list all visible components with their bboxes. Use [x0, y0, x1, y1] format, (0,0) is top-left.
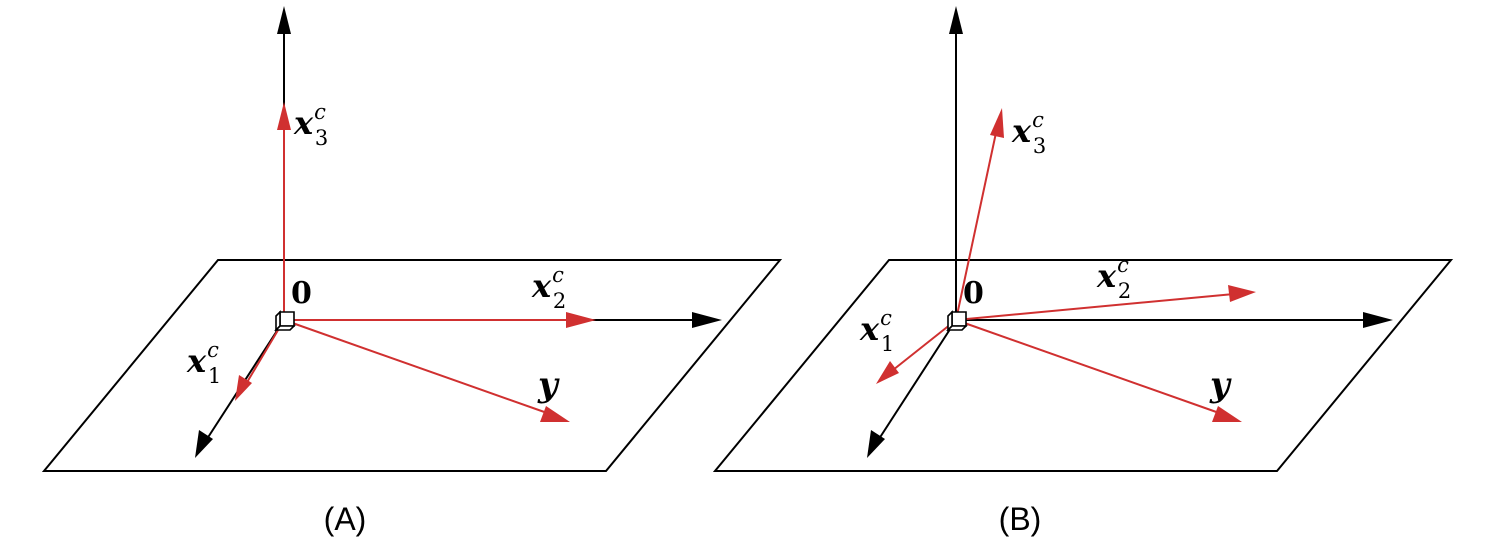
panel-a-vector-y: [283, 319, 551, 415]
panel-b-vector-x2: [955, 293, 1235, 321]
panel-a-origin-marker: [274, 310, 296, 332]
panel-b-axis-horizontal-arrowhead: [1363, 312, 1393, 328]
panel-b-vector-x2-arrowhead: [1228, 285, 1256, 302]
panel-b-vector-x1: [892, 319, 957, 371]
panel-b-caption: (B): [999, 501, 1042, 537]
panel-a-axis-vertical-arrowhead: [277, 6, 291, 34]
panel-a-axis-diagonal-arrowhead: [195, 430, 213, 458]
panel-b-origin-label: 0: [963, 276, 984, 311]
panel-a-vector-x2-arrowhead: [566, 312, 596, 328]
panel-a-axis-horizontal-arrowhead: [692, 312, 722, 328]
panel-b-label-y: y: [1209, 365, 1232, 405]
panel-b-origin-marker: [946, 310, 968, 332]
panel-b-vector-x3: [955, 127, 998, 321]
panel-b-axis-vertical-arrowhead: [949, 6, 963, 34]
panel-b-axis-diagonal: [876, 319, 957, 443]
panel-a-plane: [41, 259, 783, 472]
panel-b-vector-y: [955, 319, 1223, 415]
panel-b-plane: [712, 259, 1454, 472]
panel-b-vector-y-arrowhead: [1212, 406, 1242, 422]
panel-a-caption: (A): [324, 501, 367, 537]
panel-a-label-y: y: [537, 365, 560, 405]
panel-b-axis-diagonal-arrowhead: [867, 430, 885, 458]
panel-a-origin-label: 0: [291, 276, 312, 311]
panel-b-vector-x1-arrowhead: [876, 361, 899, 384]
panel-b-vector-x3-arrowhead: [990, 108, 1004, 138]
panel-a-vector-y-arrowhead: [540, 406, 570, 422]
panel-a-vector-x1-arrowhead: [235, 375, 252, 401]
panel-a-vector-x3-arrowhead: [277, 102, 291, 130]
